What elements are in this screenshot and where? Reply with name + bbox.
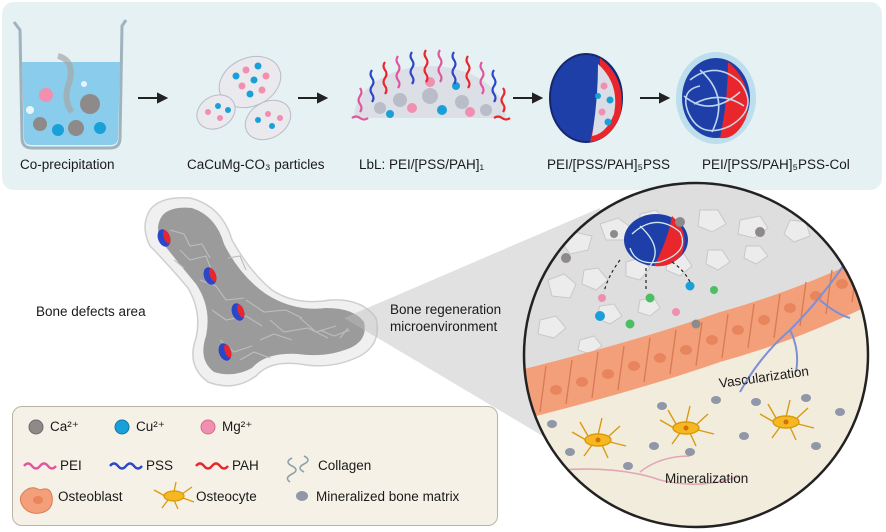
pink-vessel	[559, 455, 741, 485]
bone-defect-illustration	[144, 197, 378, 387]
microenvironment-view	[524, 183, 868, 527]
legend-osteocyte: Osteocyte	[196, 489, 257, 504]
carbonate-particles-icon	[196, 55, 292, 141]
legend-ca: Ca²⁺	[50, 419, 79, 434]
step-label-lbl: LbL: PEI/[PSS/PAH]₁	[359, 157, 485, 172]
blood-vessel	[739, 261, 851, 393]
beaker-icon	[12, 19, 128, 150]
released-particle-icon	[624, 214, 688, 267]
legend-pah: PAH	[232, 458, 259, 473]
implant-particle-icon	[157, 229, 245, 361]
step-label-coprecipitation: Co-precipitation	[20, 157, 115, 172]
microenvironment-label-line2: microenvironment	[390, 319, 498, 334]
step-label-particles: CaCuMg-CO₃ particles	[187, 157, 325, 172]
legend-box	[12, 406, 498, 526]
legend-collagen: Collagen	[318, 458, 372, 473]
collagen-coated-particle-icon	[676, 52, 756, 144]
microenvironment-label-line1: Bone regeneration	[390, 302, 502, 317]
step-label-pss: PEI/[PSS/PAH]₅PSS	[547, 157, 670, 172]
bone-defect-label: Bone defects area	[36, 304, 146, 319]
pss-coated-particle-icon	[549, 53, 623, 143]
step-label-collagen: PEI/[PSS/PAH]₅PSS-Col	[702, 157, 850, 172]
legend-glyphs	[19, 419, 309, 514]
legend-cu: Cu²⁺	[136, 419, 165, 434]
legend-mg: Mg²⁺	[222, 419, 253, 434]
osteocytes	[571, 399, 815, 459]
process-arrows	[138, 92, 671, 104]
lbl-coating-icon	[351, 49, 511, 121]
legend-pei: PEI	[60, 458, 82, 473]
microenvironment-label: Bone regeneration microenvironment	[390, 301, 501, 335]
legend-pss: PSS	[146, 458, 174, 473]
legend-matrix: Mineralized bone matrix	[316, 489, 460, 504]
legend-osteoblast: Osteoblast	[58, 489, 123, 504]
mineralization-label: Mineralization	[665, 471, 749, 486]
